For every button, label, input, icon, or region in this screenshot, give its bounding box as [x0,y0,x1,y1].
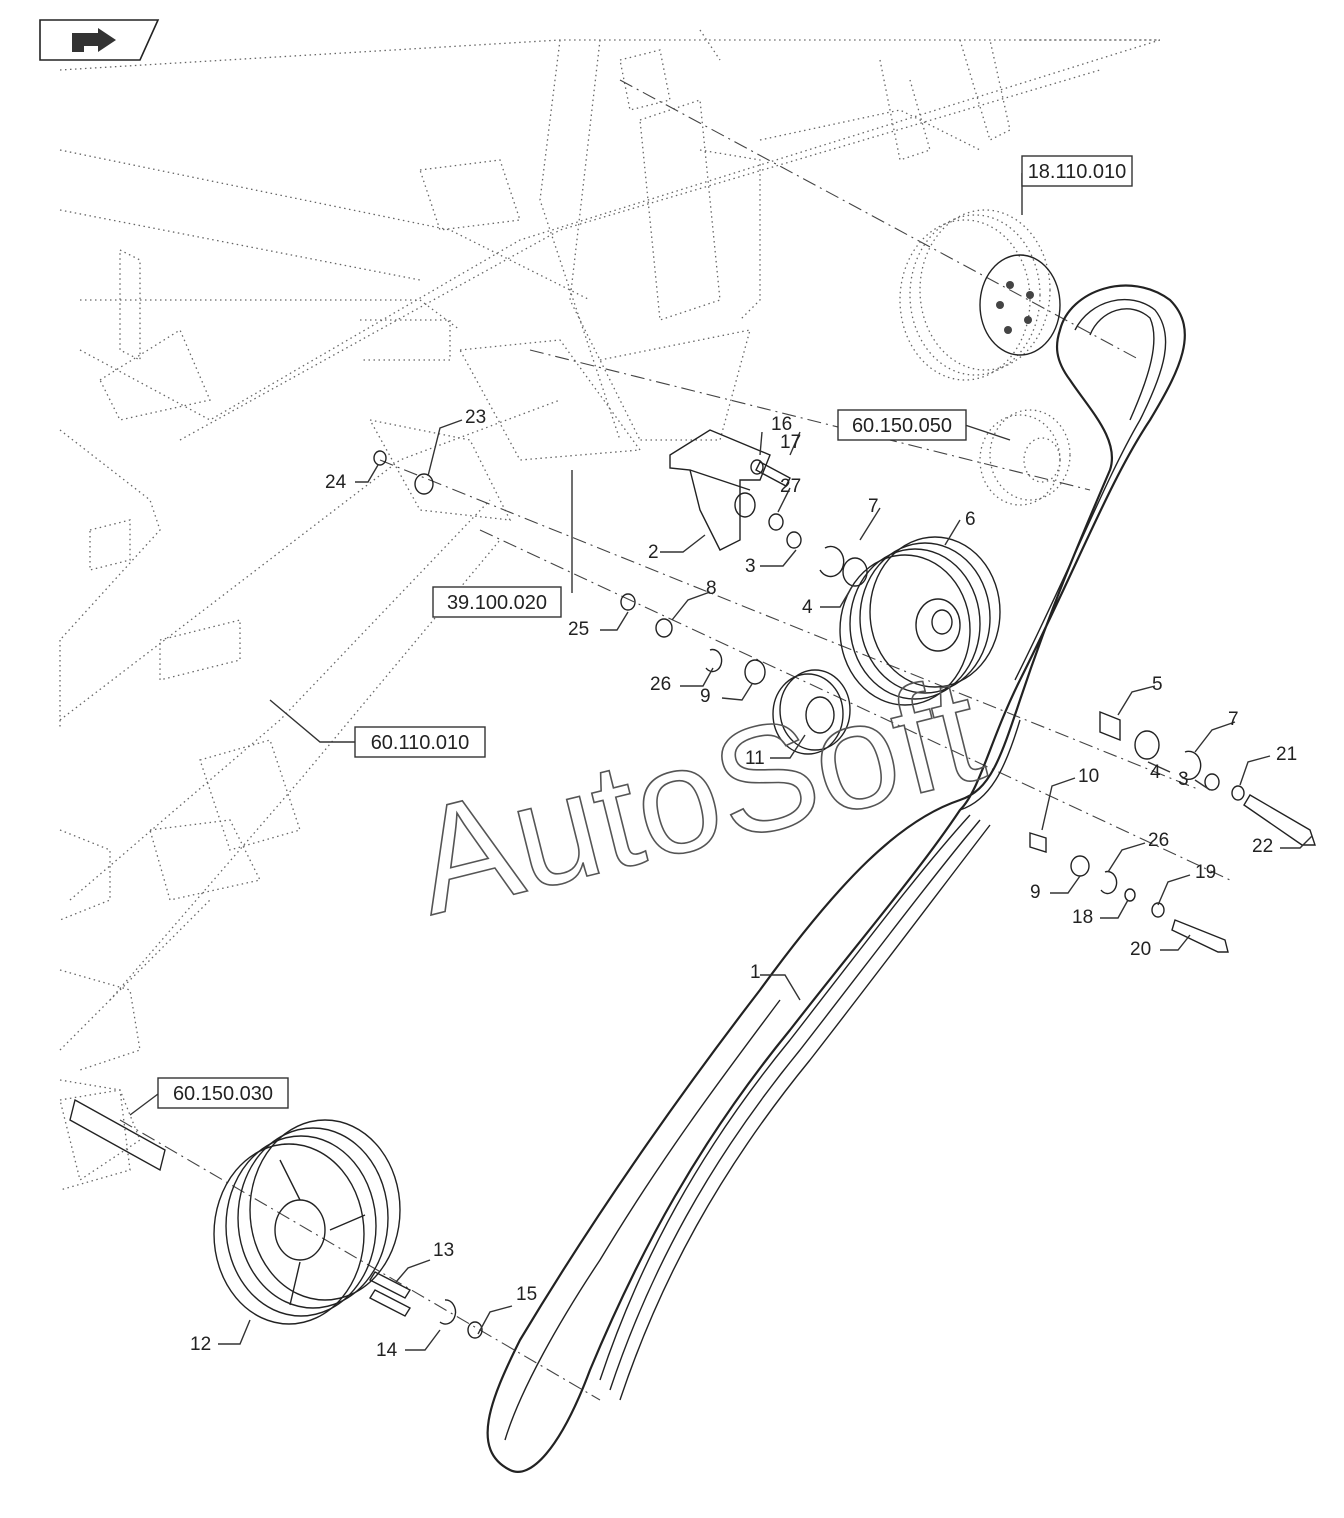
callout-4: 4 [1150,762,1161,783]
callout-27: 27 [780,476,801,497]
callout-23: 23 [465,407,486,428]
callout-26: 26 [1148,830,1169,851]
engine-pulley [899,209,1061,381]
callout-19: 19 [1195,862,1216,883]
callout-13: 13 [433,1240,454,1261]
svg-text:39.100.020: 39.100.020 [447,592,547,614]
callout-3: 3 [1178,769,1189,790]
return-arrow-icon [72,28,116,52]
back-button[interactable] [39,19,160,61]
callout-numbers: 1 2 3 27 16 17 7 6 4 3 25 8 26 9 11 5 4 … [190,407,1297,1361]
callout-25: 25 [568,619,589,640]
reference-label-60-110-010[interactable]: 60.110.010 [354,726,486,758]
callout-22: 22 [1252,836,1273,857]
small-parts [369,450,1316,1339]
callout-26: 26 [650,674,671,695]
callout-12: 12 [190,1334,211,1355]
callout-18: 18 [1072,907,1093,928]
callout-11: 11 [745,748,765,769]
callout-21: 21 [1276,744,1297,765]
svg-text:18.110.010: 18.110.010 [1028,161,1127,183]
axis-lines [119,79,1231,1401]
callout-14: 14 [376,1340,398,1361]
reference-label-60-150-030[interactable]: 60.150.030 [157,1077,289,1109]
svg-text:60.110.010: 60.110.010 [371,732,470,754]
callout-5: 5 [1152,674,1163,695]
callout-1: 1 [750,962,761,983]
callout-10: 10 [1078,766,1099,787]
callout-3: 3 [745,556,756,577]
callout-8: 8 [706,578,717,599]
reference-label-18-110-010[interactable]: 18.110.010 [1021,155,1133,187]
callout-9: 9 [700,686,711,707]
callout-24: 24 [325,472,347,493]
leader-lines [129,173,1313,1351]
callout-6: 6 [965,509,976,530]
callout-20: 20 [1130,939,1151,960]
tensioner-pulley [839,536,1001,706]
idler-roller [979,409,1071,506]
callout-16: 16 [771,414,792,435]
callout-15: 15 [516,1284,537,1305]
svg-text:60.150.050: 60.150.050 [852,415,952,437]
callout-7: 7 [868,496,879,517]
callout-2: 2 [648,542,659,563]
machine-frame [59,29,1161,1191]
callout-7: 7 [1228,709,1239,730]
callout-9: 9 [1030,882,1041,903]
callout-17: 17 [780,432,801,453]
lower-pulley [213,1119,401,1325]
svg-text:60.150.030: 60.150.030 [173,1083,273,1105]
reference-label-39-100-020[interactable]: 39.100.020 [432,586,562,618]
tensioner-bracket [669,429,771,551]
small-pulley [772,669,851,755]
drive-belt [486,284,1186,1473]
watermark: AutoSoft [398,644,997,946]
drive-shaft [59,1089,166,1182]
reference-label-60-150-050[interactable]: 60.150.050 [837,409,967,441]
callout-4: 4 [802,597,813,618]
